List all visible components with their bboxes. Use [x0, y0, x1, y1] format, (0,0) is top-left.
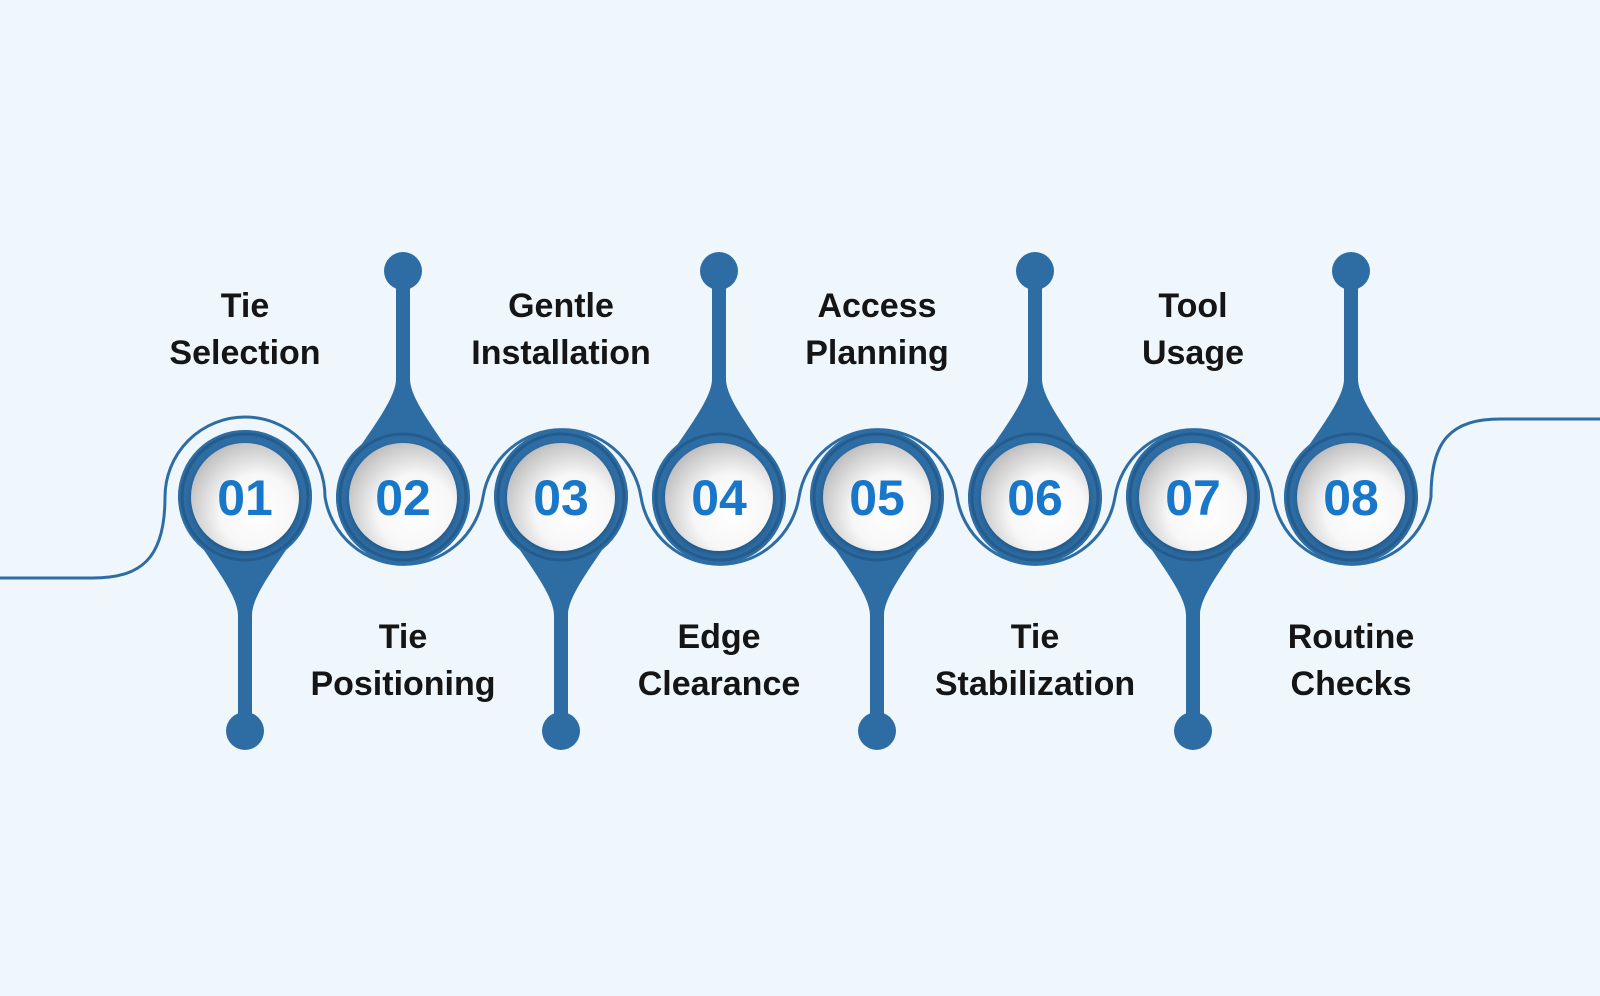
pin-ball [858, 712, 896, 750]
step-pin: 05 [810, 430, 944, 750]
pin-ring [1128, 432, 1258, 562]
pin-ball [1332, 252, 1370, 290]
pin-ball [1174, 712, 1212, 750]
number-disc [823, 443, 931, 551]
step-label-line: Tie [220, 287, 270, 325]
step-label-line: Tie [1010, 618, 1060, 656]
pin-ring [338, 432, 468, 562]
step-label-line: Gentle [508, 287, 614, 325]
pin-ring [812, 432, 942, 562]
number-disc [665, 443, 773, 551]
pin-ring [970, 432, 1100, 562]
step-label-line: Selection [169, 334, 321, 372]
number-disc [1297, 443, 1405, 551]
pin-ring [654, 432, 784, 562]
pin-ring [496, 432, 626, 562]
step-label-line: Installation [471, 334, 651, 372]
step-number: 07 [1165, 470, 1221, 526]
step-label-line: Usage [1141, 334, 1245, 372]
step-number: 02 [375, 470, 431, 526]
step-number: 05 [849, 470, 905, 526]
number-disc [981, 443, 1089, 551]
step-label-line: Clearance [637, 665, 801, 703]
step-pin: 06 [968, 252, 1102, 564]
pin-ball [1016, 252, 1054, 290]
step-label-line: Checks [1290, 665, 1412, 703]
step-number: 01 [217, 470, 273, 526]
step-label-line: Tie [378, 618, 428, 656]
pin-ball [226, 712, 264, 750]
step-number: 08 [1323, 470, 1379, 526]
number-disc [1139, 443, 1247, 551]
pin-ring [1286, 432, 1416, 562]
pin-ring [180, 432, 310, 562]
pin-ball [542, 712, 580, 750]
number-disc [191, 443, 299, 551]
step-pin: 08 [1284, 252, 1418, 564]
step-label-line: Tool [1158, 287, 1228, 325]
number-disc [507, 443, 615, 551]
step-label-line: Stabilization [934, 665, 1136, 703]
timeline-line [0, 415, 1600, 580]
step-label-line: Positioning [310, 665, 496, 703]
step-pin: 04 [652, 252, 786, 564]
pin-ball [384, 252, 422, 290]
step-label-line: Planning [805, 334, 949, 372]
step-label-line: Edge [677, 618, 761, 656]
step-pins: 01 02 03 04 05 06 07 08 [178, 252, 1418, 750]
step-pin: 03 [494, 430, 628, 750]
step-pin: 02 [336, 252, 470, 564]
step-number: 06 [1007, 470, 1063, 526]
number-disc [349, 443, 457, 551]
step-number: 04 [691, 470, 747, 526]
step-label-line: Routine [1287, 618, 1415, 656]
step-number: 03 [533, 470, 589, 526]
step-pin: 01 [178, 430, 312, 750]
step-pin: 07 [1126, 430, 1260, 750]
pin-ball [700, 252, 738, 290]
step-label-line: Access [817, 287, 937, 325]
